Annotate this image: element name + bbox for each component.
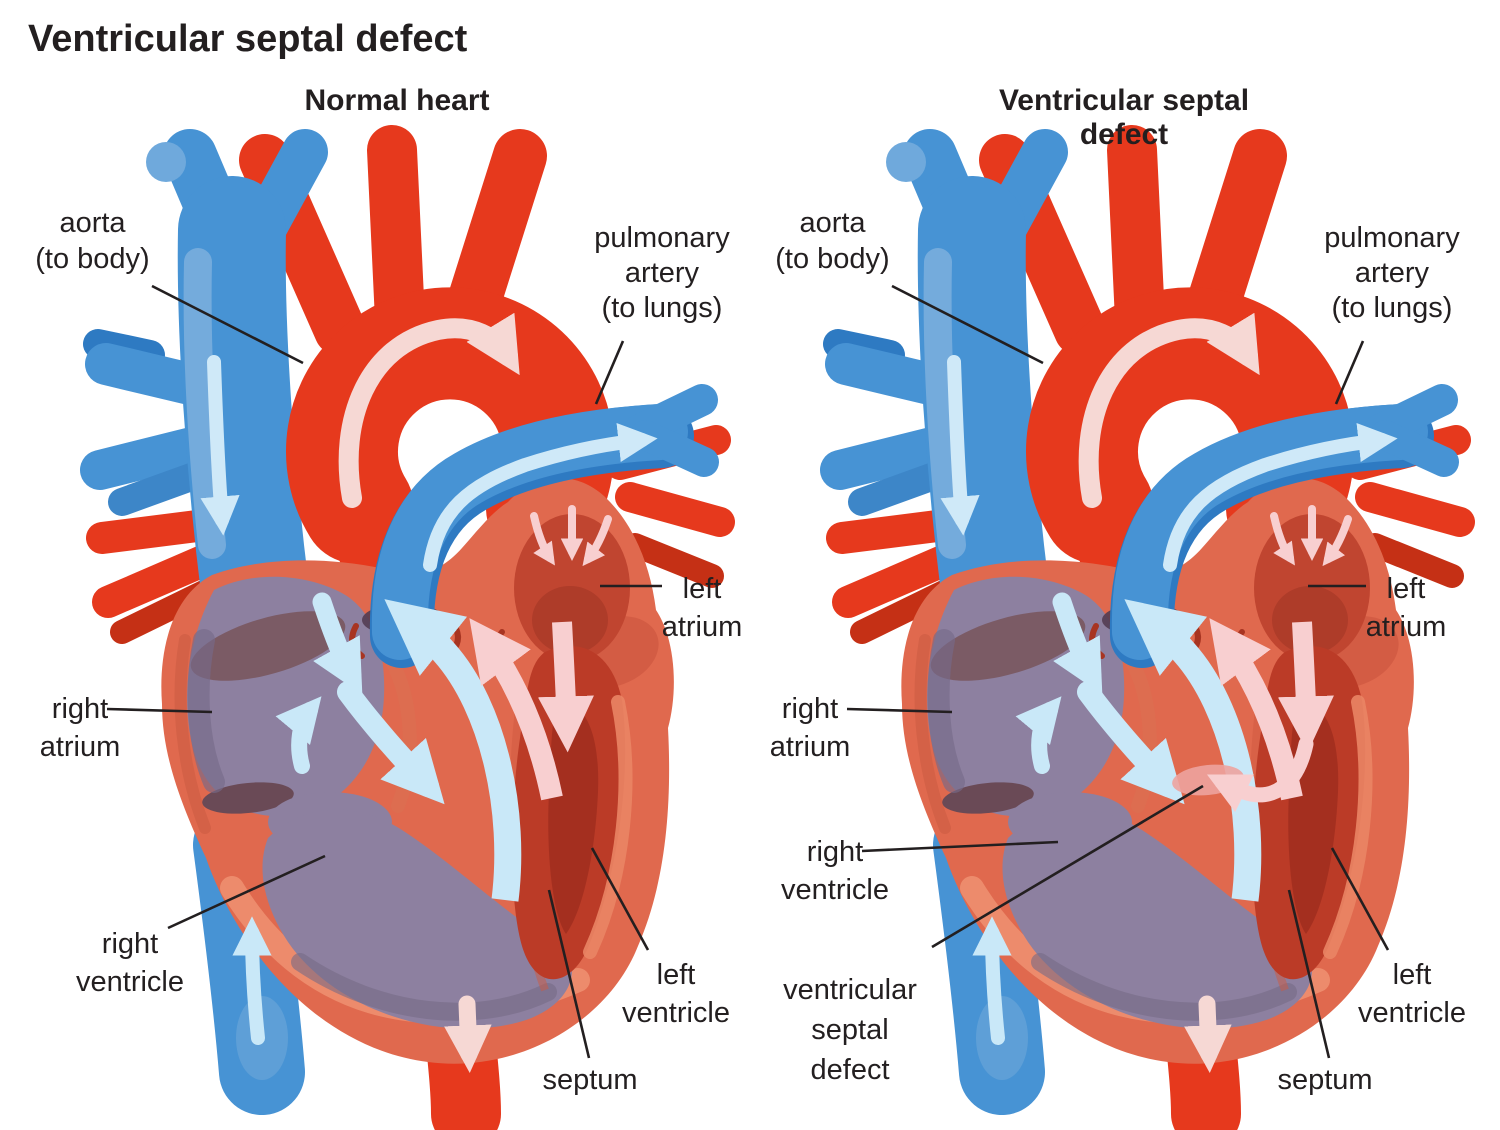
label-line: left <box>1392 959 1432 991</box>
subtitle-normal-heart: Normal heart <box>304 84 490 117</box>
label-vsd: ventricular septal defect <box>750 970 950 1090</box>
label-line: pulmonary <box>1324 222 1460 254</box>
label-line: ventricular <box>783 974 917 1006</box>
leader-septum-vsd <box>1287 889 1331 1059</box>
label-line: right <box>781 693 839 725</box>
label-aorta-vsd: aorta (to body) <box>750 205 915 277</box>
label-line: atrium <box>1365 611 1447 643</box>
septal-defect-shunt <box>1172 736 1314 813</box>
leader-left-ventricle-normal <box>590 847 650 951</box>
label-left-atrium-normal: left atrium <box>632 570 772 646</box>
label-left-ventricle-normal: left ventricle <box>586 956 766 1032</box>
label-line: defect <box>810 1054 890 1086</box>
leader-vsd <box>931 784 1204 949</box>
label-line: pulmonary <box>594 222 730 254</box>
leader-lines <box>106 284 1390 1059</box>
label-line: left <box>656 959 696 991</box>
label-line: septal <box>811 1014 889 1046</box>
label-line: aorta <box>799 207 866 239</box>
leader-right-atrium-normal <box>106 707 213 714</box>
label-line: right <box>51 693 109 725</box>
label-line: left <box>682 573 722 605</box>
shunt-flow-arrow <box>1206 736 1314 813</box>
label-line: artery <box>624 257 700 289</box>
label-right-ventricle-vsd: right ventricle <box>745 833 925 909</box>
label-right-atrium-vsd: right atrium <box>740 690 880 766</box>
label-line: ventricle <box>76 966 184 998</box>
label-aorta-normal: aorta (to body) <box>10 205 175 277</box>
label-left-ventricle-vsd: left ventricle <box>1322 956 1500 1032</box>
label-pulmonary-vsd: pulmonary artery (to lungs) <box>1292 221 1492 326</box>
label-line: right <box>101 928 159 960</box>
label-line: septum <box>1277 1064 1373 1096</box>
leader-right-atrium-vsd <box>846 707 953 714</box>
page-title: Ventricular septal defect <box>28 18 468 60</box>
leader-aorta-vsd <box>891 284 1044 365</box>
leader-pulmonary-normal <box>594 340 625 405</box>
label-line: right <box>806 836 864 868</box>
vsd-heart-illustration <box>838 142 1460 1114</box>
label-line: (to body) <box>35 243 150 275</box>
label-line: left <box>1386 573 1426 605</box>
label-line: ventricle <box>781 874 889 906</box>
label-line: (to lungs) <box>601 292 723 324</box>
label-line: ventricle <box>622 997 730 1029</box>
label-line: (to body) <box>775 243 890 275</box>
label-line: (to lungs) <box>1331 292 1453 324</box>
leader-pulmonary-vsd <box>1334 340 1365 405</box>
label-line: atrium <box>769 731 851 763</box>
label-line: septum <box>542 1064 638 1096</box>
label-right-atrium-normal: right atrium <box>10 690 150 766</box>
label-pulmonary-normal: pulmonary artery (to lungs) <box>562 221 762 326</box>
label-line: artery <box>1354 257 1430 289</box>
leader-septum-normal <box>547 889 591 1059</box>
label-septum-vsd: septum <box>1255 1062 1395 1098</box>
subtitle-vsd-heart: Ventricular septal defect <box>998 84 1250 151</box>
leader-right-ventricle-vsd <box>861 840 1059 853</box>
label-line: aorta <box>59 207 126 239</box>
leader-right-ventricle-normal <box>167 854 326 930</box>
label-line: ventricle <box>1358 997 1466 1029</box>
leader-left-ventricle-vsd <box>1330 847 1390 951</box>
label-right-ventricle-normal: right ventricle <box>40 925 220 1001</box>
label-line: atrium <box>39 731 121 763</box>
label-left-atrium-vsd: left atrium <box>1336 570 1476 646</box>
label-septum-normal: septum <box>520 1062 660 1098</box>
label-line: atrium <box>661 611 743 643</box>
leader-aorta-normal <box>151 284 304 365</box>
